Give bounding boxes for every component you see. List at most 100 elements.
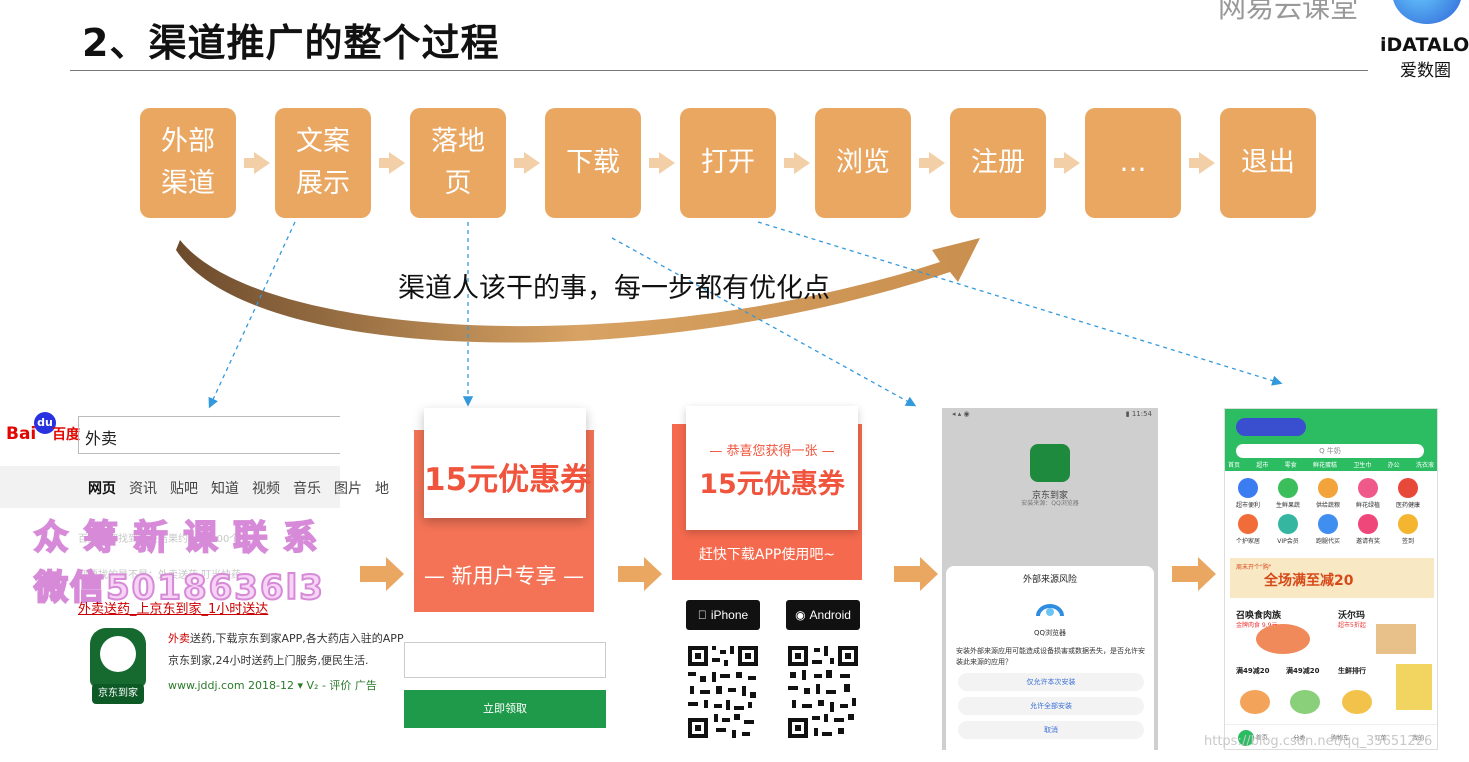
tab-label: 首页 (1255, 734, 1268, 741)
cat-label: 邀请有奖 (1355, 538, 1380, 545)
tab-mine[interactable]: 我的 (1412, 735, 1425, 742)
cat-label: 签到 (1401, 538, 1414, 545)
stage-arrow-icon (1172, 557, 1216, 591)
home-nav-item[interactable]: 首页 (1228, 462, 1241, 469)
connector-line (757, 221, 1283, 386)
cat-label: 鲜花绿植 (1355, 502, 1380, 509)
claim-now-button[interactable]: 立即领取 (404, 690, 606, 728)
landing-phone-input[interactable] (404, 642, 606, 678)
iphone-download-button[interactable]: iPhone (686, 600, 760, 630)
baidu-result-link[interactable]: 外卖送药_上京东到家_1小时送达 (78, 602, 269, 617)
cat-icon (1358, 514, 1378, 534)
home-cat-item[interactable]: 生鲜果蔬 (1268, 478, 1308, 509)
home-cat-item[interactable]: 跑腿代买 (1308, 514, 1348, 545)
home-cat-item[interactable]: 鲜花绿植 (1348, 478, 1388, 509)
flow-arrow-icon (244, 152, 270, 174)
page-title: 2、渠道推广的整个过程 (82, 21, 500, 65)
baidu-result-count: 百度为您找到相关结果约100,000个 (78, 534, 240, 545)
cancel-button[interactable]: 取消 (958, 721, 1144, 739)
status-icons-left: ◂ ▴ ◉ (952, 410, 970, 418)
home-cat-item[interactable]: 医药健康 (1388, 478, 1428, 509)
brand-aishuquan: 爱数圈 (1400, 61, 1451, 81)
risk-dialog-warning: 安装外部来源应用可能造成设备损害或数据丢失，是否允许安装此来源的应用？ (956, 647, 1145, 666)
deal-title[interactable]: 满49减20 (1286, 667, 1320, 675)
risk-dialog-title: 外部来源风险 (1022, 575, 1077, 585)
step-ellipsis: … (1085, 108, 1181, 218)
risk-dialog-browser: QQ浏览器 (1033, 629, 1067, 637)
tab-home[interactable]: 首页 (1237, 729, 1268, 746)
stage-arrow-icon (894, 557, 938, 591)
status-time: ▮ 11:54 (1125, 410, 1152, 418)
home-banner-title: 全场满至减20 (1264, 573, 1354, 589)
cat-label: 跑腿代买 (1315, 538, 1340, 545)
allow-once-button[interactable]: 仅允许本次安装 (958, 673, 1144, 691)
baidu-ad-description: 外卖送药,下载京东到家APP,各大药店入驻的APP 京东到家,24小时送药上门服… (168, 628, 404, 672)
apple-icon:  (698, 608, 707, 622)
home-nav-item[interactable]: 卫生巾 (1353, 462, 1372, 469)
tab-cart[interactable]: 购物车 (1330, 735, 1349, 742)
home-cat-item[interactable]: 邀请有奖 (1348, 514, 1388, 545)
install-app-name: 京东到家 (1031, 491, 1068, 501)
deal-title[interactable]: 生鲜排行 (1338, 667, 1366, 675)
tab-orders[interactable]: 订单 (1374, 735, 1387, 742)
home-nav-item[interactable]: 洗衣液 (1415, 462, 1434, 469)
home-nav-item[interactable]: 超市 (1256, 462, 1269, 469)
android-download-button[interactable]: ◉Android (786, 600, 860, 630)
flow-arrow-icon (649, 152, 675, 174)
flow-arrow-icon (379, 152, 405, 174)
cat-label: 生鲜果蔬 (1275, 502, 1300, 509)
allow-all-button[interactable]: 允许全部安装 (958, 697, 1144, 715)
flow-arrow-icon (919, 152, 945, 174)
connector-line (611, 237, 917, 407)
cat-label: 医药健康 (1395, 502, 1420, 509)
home-category-nav: 首页 超市 零食 鲜花蛋糕 卫生巾 办公 洗衣液 (1228, 460, 1434, 469)
baidu-search-input[interactable]: 外卖 (78, 416, 340, 454)
android-label: Android (809, 608, 851, 622)
home-cat-item[interactable]: 超市便利 (1228, 478, 1268, 509)
baidu-tabs: 网页 资讯 贴吧 知道 视频 音乐 图片 地 (88, 478, 389, 498)
baidu-tab-music[interactable]: 音乐 (293, 481, 321, 497)
home-nav-item[interactable]: 办公 (1387, 462, 1400, 469)
shop-title[interactable]: 召唤食肉族 (1236, 611, 1282, 621)
home-promo-banner[interactable] (1230, 558, 1434, 598)
home-banner-subtitle: 周末开个"购" (1236, 564, 1272, 571)
flow-arrow-icon (514, 152, 540, 174)
iphone-qr-code-icon (686, 642, 760, 742)
baidu-tab-web[interactable]: 网页 (88, 481, 116, 497)
shop-title[interactable]: 沃尔玛 (1338, 611, 1366, 621)
baidu-tab-map[interactable]: 地 (375, 481, 389, 497)
cat-icon (1318, 514, 1338, 534)
baidu-tab-image[interactable]: 图片 (334, 481, 362, 497)
deal-title[interactable]: 满49减20 (1236, 667, 1270, 675)
baidu-tab-tieba[interactable]: 贴吧 (170, 481, 198, 497)
sale-image (1396, 664, 1432, 710)
baidu-logo: Bai du 百度 (6, 412, 80, 452)
cat-label: 超市便利 (1235, 502, 1260, 509)
baidu-tab-video[interactable]: 视频 (252, 481, 280, 497)
cat-label: VIP会员 (1277, 538, 1299, 545)
download-congrats: — 恭喜您获得一张 — (709, 444, 835, 459)
tab-category[interactable]: 分类 (1293, 735, 1306, 742)
jd-app-icon (1030, 444, 1070, 482)
home-nav-item[interactable]: 鲜花蛋糕 (1312, 462, 1337, 469)
ad-line1: 送药,下载京东到家APP,各大药店入驻的APP (190, 632, 404, 645)
flow-arrow-icon (1054, 152, 1080, 174)
baidu-tab-zhidao[interactable]: 知道 (211, 481, 239, 497)
brand-idatalo: iDATALO (1380, 34, 1469, 56)
home-cat-item[interactable]: 个护家居 (1228, 514, 1268, 545)
home-search-input[interactable]: Q 牛奶 (1236, 444, 1424, 458)
risk-dialog (946, 566, 1154, 750)
cat-icon (1318, 478, 1338, 498)
home-cat-item[interactable]: 签到 (1388, 514, 1428, 545)
cat-label: 供给蔬粮 (1315, 502, 1340, 509)
baidu-suggestion: 您要找的是不是：外卖送药 叮当快药 (78, 570, 242, 581)
home-cat-item[interactable]: 供给蔬粮 (1308, 478, 1348, 509)
baidu-tab-news[interactable]: 资讯 (129, 481, 157, 497)
home-nav-item[interactable]: 零食 (1284, 462, 1297, 469)
home-tab-icon (1237, 729, 1254, 746)
home-cat-item[interactable]: VIP会员 (1268, 514, 1308, 545)
baidu-ad-url[interactable]: www.jddj.com 2018-12 ▾ V₂ - 评价 广告 (168, 679, 377, 692)
android-qr-code-icon (786, 642, 860, 742)
cat-icon (1238, 478, 1258, 498)
